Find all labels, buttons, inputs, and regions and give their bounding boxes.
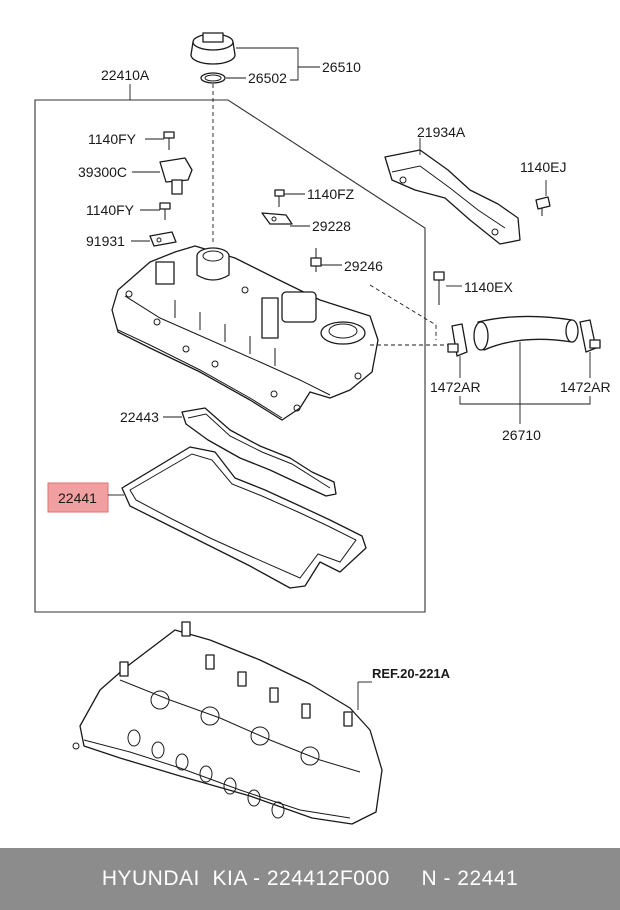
label-22443: 22443 (120, 409, 159, 425)
exploded-parts-diagram: 26510 26502 22410A 1140FY 393 (34, 32, 611, 825)
bracket-91931 (149, 231, 177, 247)
label-1140ex: 1140EX (464, 279, 513, 295)
bolt-1140ex (433, 271, 445, 305)
breather-hose-26710 (473, 315, 579, 351)
label-26502: 26502 (248, 70, 287, 86)
bolt-1140ej (535, 196, 551, 216)
label-1140fy-lower: 1140FY (86, 202, 135, 218)
sensor-39300c (159, 157, 193, 195)
hose-clamp-right (579, 319, 601, 353)
label-26710: 26710 (502, 427, 541, 443)
cylinder-head (72, 621, 383, 825)
label-1472ar-left: 1472AR (430, 379, 481, 395)
label-1140fz: 1140FZ (307, 186, 355, 202)
gasket-22441 (121, 446, 367, 589)
bolt-1140fy-lower (159, 202, 171, 220)
label-29228: 29228 (312, 218, 351, 234)
hose-clamp-left (447, 323, 468, 357)
bolt-1140fy-top (163, 131, 175, 150)
gasket-22443 (181, 407, 337, 497)
label-21934a: 21934A (417, 124, 466, 140)
stud-29246 (310, 248, 322, 272)
part-number-footer: HYUNDAI KIA - 224412F000 N - 22441 (0, 848, 620, 910)
heat-shield-21934a (384, 149, 521, 245)
label-39300c: 39300C (78, 164, 127, 180)
label-22410a: 22410A (101, 67, 150, 83)
label-26510: 26510 (322, 59, 361, 75)
label-29246: 29246 (344, 258, 383, 274)
assembly-frame (34, 99, 426, 613)
highlight-22441 (47, 482, 109, 513)
bolt-1140fz (274, 189, 285, 207)
clip-29228 (261, 212, 293, 225)
oil-filler-cap (190, 32, 236, 65)
label-91931: 91931 (86, 233, 125, 249)
cylinder-head-cover (111, 245, 379, 421)
label-1472ar-right: 1472AR (560, 379, 611, 395)
label-ref-20-221a: REF.20-221A (372, 666, 451, 681)
oil-cap-gasket (200, 72, 226, 84)
label-1140fy-top: 1140FY (88, 131, 137, 147)
label-22441: 22441 (58, 490, 97, 506)
label-1140ej: 1140EJ (520, 159, 566, 175)
